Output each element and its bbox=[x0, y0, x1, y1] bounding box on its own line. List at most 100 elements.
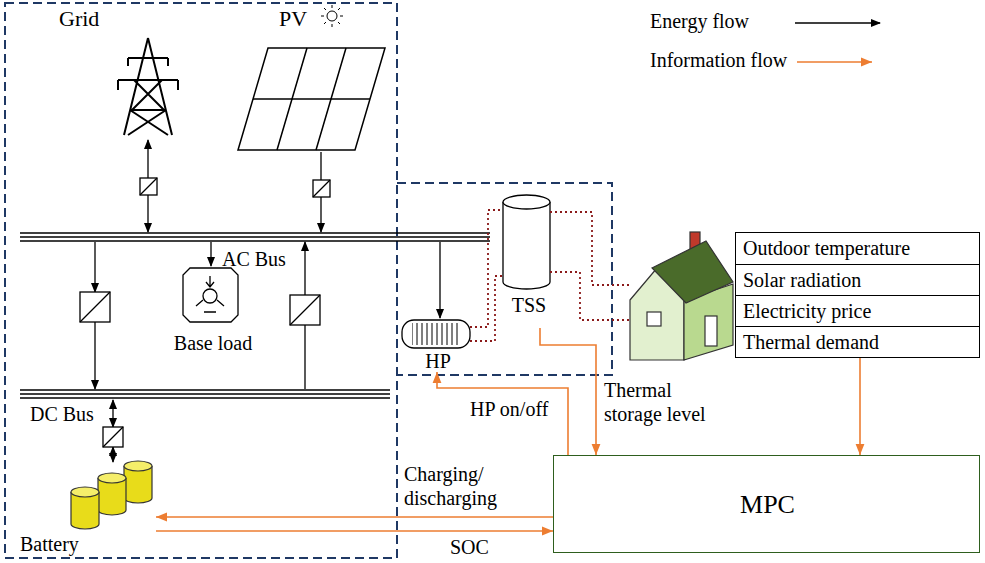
ac-bus bbox=[20, 236, 490, 238]
converter-symbol bbox=[313, 180, 330, 197]
controller-box: MPC bbox=[553, 455, 980, 553]
node-label: PV bbox=[279, 6, 307, 31]
converter-symbol bbox=[103, 427, 123, 447]
energy-flow-lines bbox=[439, 242, 440, 318]
converter-symbol bbox=[80, 292, 110, 322]
base-load-icon bbox=[183, 268, 238, 322]
information-arrow bbox=[437, 372, 568, 455]
storage-tank bbox=[503, 195, 550, 289]
converter-symbol bbox=[313, 180, 330, 197]
thermal-pipes bbox=[470, 210, 503, 327]
grid-tower bbox=[118, 38, 178, 135]
storage-tank bbox=[503, 195, 550, 209]
thermal-pipes bbox=[550, 212, 630, 285]
ac-bus bbox=[20, 233, 490, 241]
energy-flow-lines bbox=[147, 140, 148, 178]
energy-flow-lines bbox=[304, 242, 305, 295]
dashed-region bbox=[5, 3, 397, 558]
battery-icon bbox=[98, 473, 126, 483]
grid-tower bbox=[118, 38, 178, 135]
energy-flow-lines bbox=[147, 195, 148, 232]
legend-text: Energy flow bbox=[650, 10, 749, 33]
thermal-pipes bbox=[470, 210, 630, 341]
pv-panel bbox=[253, 98, 370, 100]
sun-symbol bbox=[327, 11, 337, 21]
information-arrow bbox=[156, 530, 553, 532]
node-label: TSS bbox=[512, 294, 546, 317]
input-table: Outdoor temperatureSolar radiationElectr… bbox=[735, 232, 980, 358]
node-label: Grid bbox=[59, 6, 99, 31]
heat-pump-icon bbox=[402, 320, 470, 348]
base-load-icon bbox=[196, 276, 224, 312]
base-load-icon bbox=[183, 268, 238, 322]
ac-bus bbox=[20, 240, 490, 242]
tank-node: TSS bbox=[498, 188, 560, 328]
grid-node: Grid bbox=[55, 4, 185, 140]
node-label: HP bbox=[425, 350, 451, 373]
converter-symbol bbox=[140, 178, 157, 195]
converter-symbol bbox=[290, 295, 320, 325]
legend-samples bbox=[795, 22, 880, 24]
table-row: Outdoor temperature bbox=[736, 233, 979, 264]
battery-icon bbox=[71, 487, 99, 497]
converter-symbol bbox=[80, 178, 330, 447]
energy-flow-lines bbox=[112, 447, 113, 462]
energy-flow-lines bbox=[210, 242, 211, 266]
battery-icon bbox=[71, 461, 152, 529]
energy-flow-lines bbox=[94, 322, 95, 389]
pv-panel bbox=[238, 48, 385, 150]
energy-flow-lines bbox=[94, 242, 95, 292]
thermal-pipes bbox=[550, 272, 630, 320]
house-icon bbox=[630, 232, 733, 360]
house-icon bbox=[652, 241, 733, 303]
table-row: Solar radiation bbox=[736, 264, 979, 295]
converter-symbol bbox=[140, 178, 157, 195]
dc-bus bbox=[20, 390, 390, 398]
converter-symbol bbox=[103, 427, 123, 447]
node-label: Battery bbox=[20, 533, 79, 556]
sun-symbol bbox=[321, 5, 343, 27]
edge-label: Charging/ discharging bbox=[404, 462, 544, 510]
dc-bus bbox=[20, 389, 390, 391]
heat-pump-node: HP bbox=[400, 316, 476, 372]
information-arrow bbox=[156, 516, 553, 518]
dc-bus bbox=[20, 393, 390, 395]
pv-panel bbox=[277, 48, 307, 150]
pv-panel bbox=[316, 48, 346, 150]
house-icon bbox=[647, 312, 661, 326]
table-row: Thermal demand bbox=[736, 326, 979, 357]
legend-samples bbox=[795, 23, 880, 62]
dc-bus bbox=[20, 397, 390, 399]
converter-symbol bbox=[290, 295, 320, 325]
energy-flow-lines bbox=[304, 325, 305, 389]
base-load-icon bbox=[203, 289, 217, 303]
node-label: Base load bbox=[174, 332, 252, 355]
battery-node: Battery bbox=[16, 455, 156, 555]
bus-label: DC Bus bbox=[30, 403, 94, 426]
energy-flow-lines bbox=[95, 140, 440, 462]
table-cell-text: Outdoor temperature bbox=[743, 237, 910, 259]
node-label: MPC bbox=[740, 490, 795, 520]
information-arrow bbox=[540, 328, 596, 455]
energy-flow-lines bbox=[112, 400, 113, 427]
information-arrow bbox=[859, 358, 861, 455]
thermal-pipes bbox=[470, 276, 503, 341]
table-cell-text: Thermal demand bbox=[743, 331, 879, 353]
table-row: Electricity price bbox=[736, 295, 979, 326]
house-icon bbox=[705, 316, 717, 346]
table-cell-text: Electricity price bbox=[743, 300, 871, 322]
pv-node: PV bbox=[235, 4, 390, 154]
edge-label: HP on/off bbox=[470, 398, 548, 421]
battery-icon bbox=[124, 461, 152, 471]
heat-pump-icon bbox=[402, 320, 470, 348]
sun-symbol bbox=[321, 5, 343, 27]
legend-text: Information flow bbox=[650, 49, 787, 72]
pv-panel bbox=[238, 48, 385, 150]
edge-label: SOC bbox=[450, 536, 489, 559]
table-cell-text: Solar radiation bbox=[743, 269, 861, 291]
load-node: Base load bbox=[158, 266, 268, 358]
edge-label: Thermal storage level bbox=[604, 378, 716, 426]
energy-flow-lines bbox=[320, 152, 321, 180]
bus-label: AC Bus bbox=[222, 248, 286, 271]
